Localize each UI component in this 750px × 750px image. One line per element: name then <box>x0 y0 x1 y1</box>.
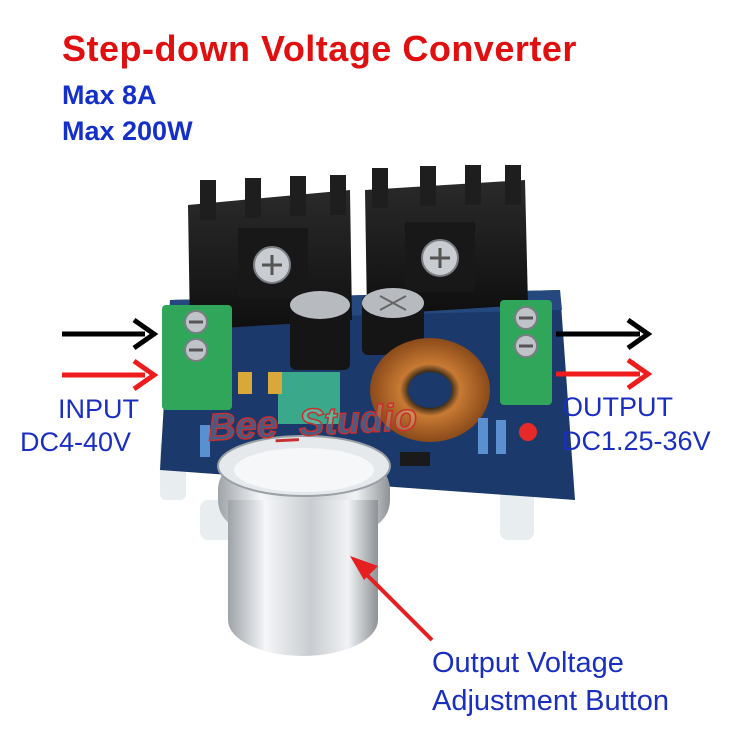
smd-components <box>200 372 537 466</box>
input-label: INPUT <box>58 394 139 424</box>
output-label: OUTPUT <box>562 392 673 422</box>
adjustment-knob <box>217 435 391 656</box>
input-voltage-range: DC4-40V <box>20 427 132 457</box>
inductor-coil <box>370 338 490 442</box>
output-terminal-block <box>500 300 552 405</box>
output-voltage-range: DC1.25-36V <box>562 426 711 456</box>
input-arrows <box>62 317 159 392</box>
input-terminal-block <box>162 305 232 410</box>
spec-max-power: Max 200W <box>62 116 193 146</box>
potentiometer <box>278 372 340 424</box>
spec-max-current: Max 8A <box>62 80 157 110</box>
heatsink-right <box>365 165 528 315</box>
callout-line-2: Adjustment Button <box>432 685 669 717</box>
output-arrows <box>556 317 653 391</box>
page-title: Step-down Voltage Converter <box>62 28 577 69</box>
callout-line-1: Output Voltage <box>432 647 624 679</box>
capacitors <box>290 288 424 370</box>
callout-arrow <box>350 556 434 642</box>
